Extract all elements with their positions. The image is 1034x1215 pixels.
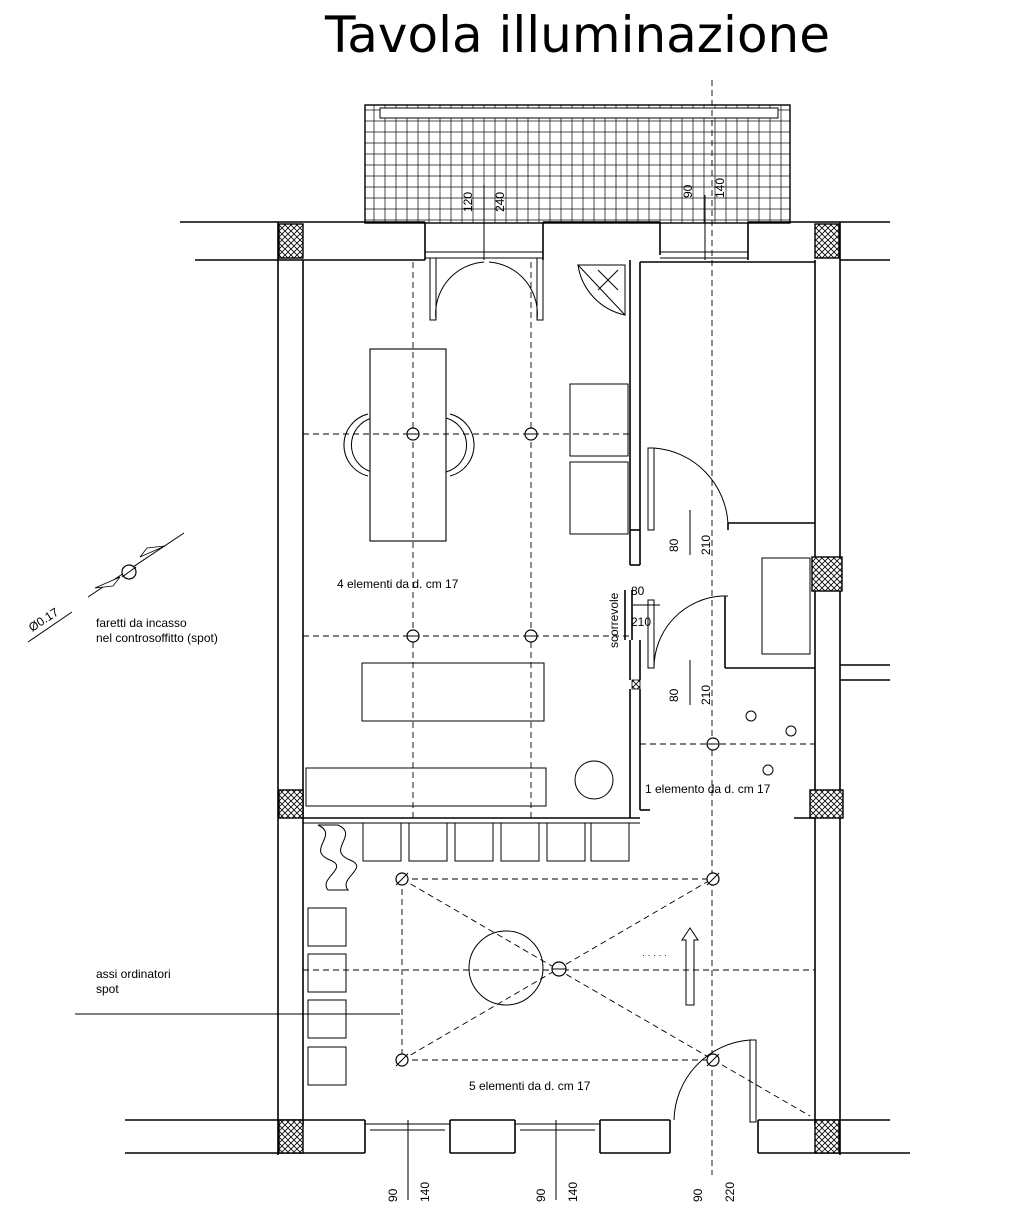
spot-icon <box>406 427 420 441</box>
dim-sliding-door-width: 80 <box>631 584 645 598</box>
dim-window-mid-height: 140 <box>566 1182 580 1202</box>
legend-axes-line2: spot <box>96 982 119 996</box>
dim-entrance-door-width: 90 <box>691 1188 705 1202</box>
legend-spot-symbol <box>27 532 185 643</box>
structural-columns <box>278 223 844 1154</box>
spot-icon <box>524 629 538 643</box>
legend-axes-line1: assi ordinatori <box>96 967 171 981</box>
lighting-axes <box>303 80 815 1175</box>
dim-window-left-width: 90 <box>386 1188 400 1202</box>
dim-bedroom-door-width: 80 <box>667 538 681 552</box>
dim-entrance-door-height: 220 <box>723 1182 737 1202</box>
dim-bathroom-door-width: 80 <box>667 688 681 702</box>
balcony <box>364 104 791 224</box>
spot-icon <box>551 961 567 977</box>
spot-icon <box>524 427 538 441</box>
legend-spot-line2: nel controsoffitto (spot) <box>96 631 218 645</box>
dimension-marks <box>407 185 706 1200</box>
spot-icon <box>395 1053 409 1067</box>
dim-balcony-door-width: 120 <box>461 192 475 212</box>
spotlights <box>395 427 720 1067</box>
dim-balcony-door-height: 240 <box>493 192 507 212</box>
dim-kitchen-window-width: 90 <box>681 184 695 198</box>
spot-icon <box>706 737 720 751</box>
dim-sliding-door-height: 210 <box>631 615 651 629</box>
drawing-title: Tavola illuminazione <box>324 6 830 64</box>
legend-diameter: Ø0.17 <box>26 605 61 635</box>
legend-spot-line1: faretti da incasso <box>96 616 187 630</box>
sliding-door-label: scorrevole <box>607 592 621 648</box>
dim-window-mid-width: 90 <box>534 1188 548 1202</box>
spot-icon <box>395 872 409 886</box>
group-label-entrance: 5 elementi da d. cm 17 <box>469 1079 591 1093</box>
furniture: · · · · · <box>305 348 811 1086</box>
group-label-corridor: 1 elemento da d. cm 17 <box>645 782 771 796</box>
svg-text:· · · · ·: · · · · · <box>642 950 667 960</box>
spot-icon <box>406 629 420 643</box>
dim-bathroom-door-height: 210 <box>699 685 713 705</box>
exterior-walls <box>125 221 910 1155</box>
group-label-living: 4 elementi da d. cm 17 <box>337 577 459 591</box>
dim-window-left-height: 140 <box>418 1182 432 1202</box>
dim-kitchen-window-height: 140 <box>713 178 727 198</box>
dim-bedroom-door-height: 210 <box>699 535 713 555</box>
doors <box>429 257 757 1123</box>
spot-icon <box>706 872 720 886</box>
spot-icon <box>706 1053 720 1067</box>
